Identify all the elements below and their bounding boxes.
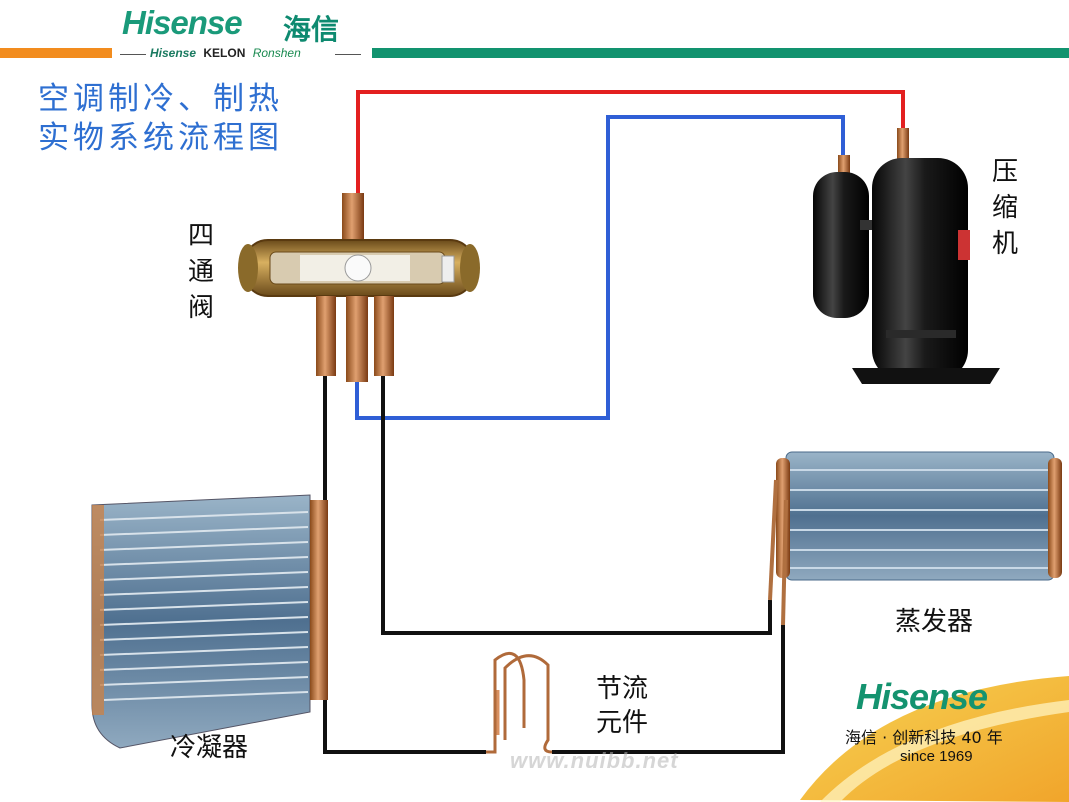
compressor — [813, 128, 1000, 384]
throttle-label-line2: 元件 — [596, 708, 649, 738]
brand-swoosh — [800, 676, 1069, 802]
corner-since: since 1969 — [900, 748, 973, 765]
page-title: 空调制冷、制热 实物系统流程图 — [38, 80, 283, 158]
four-way-valve-label-char: 阀 — [187, 293, 214, 323]
page-title-line1: 空调制冷、制热 — [38, 81, 283, 117]
compressor-label-char: 压 — [991, 157, 1018, 187]
liquid-pipe-condenser — [323, 375, 785, 754]
header-bar-green — [372, 48, 1069, 58]
throttle-element — [486, 651, 553, 754]
sub-brand-kelon: KELON — [203, 46, 246, 60]
vapor-pipe-evaporator — [381, 375, 772, 635]
page-title-line2: 实物系统流程图 — [38, 120, 283, 156]
corner-hisense-logo: Hisense — [856, 676, 988, 717]
watermark: www.nuibb.net — [510, 748, 679, 773]
sub-brand-hisense: Hisense — [150, 46, 197, 60]
four-way-valve-label: 四 通 阀 — [186, 218, 216, 326]
corner-slogan: 海信 · 创新科技 40 年 — [845, 728, 1003, 747]
evaporator-label: 蒸发器 — [895, 607, 974, 637]
throttle-label: 节流 元件 — [596, 672, 648, 740]
sub-brand-divider-left — [120, 54, 146, 55]
compressor-label-char: 机 — [991, 229, 1018, 259]
sub-brand-ronshen: Ronshen — [252, 46, 301, 60]
condenser — [91, 494, 328, 749]
sub-brands: Hisense KELON Ronshen — [150, 46, 301, 60]
four-way-valve — [238, 193, 480, 382]
four-way-valve-label-char: 通 — [187, 257, 214, 287]
evaporator — [768, 451, 1062, 626]
hisense-logo-cn: 海信 — [283, 13, 340, 46]
sub-brand-divider-right — [335, 54, 361, 55]
suction-pipe — [355, 115, 845, 420]
hisense-logo: Hisense — [122, 4, 243, 41]
throttle-label-line1: 节流 — [596, 674, 649, 704]
compressor-label-char: 缩 — [991, 193, 1018, 223]
header-bar-orange — [0, 48, 112, 58]
compressor-label: 压 缩 机 — [990, 154, 1020, 262]
four-way-valve-label-char: 四 — [187, 221, 214, 251]
condenser-label: 冷凝器 — [170, 733, 249, 763]
